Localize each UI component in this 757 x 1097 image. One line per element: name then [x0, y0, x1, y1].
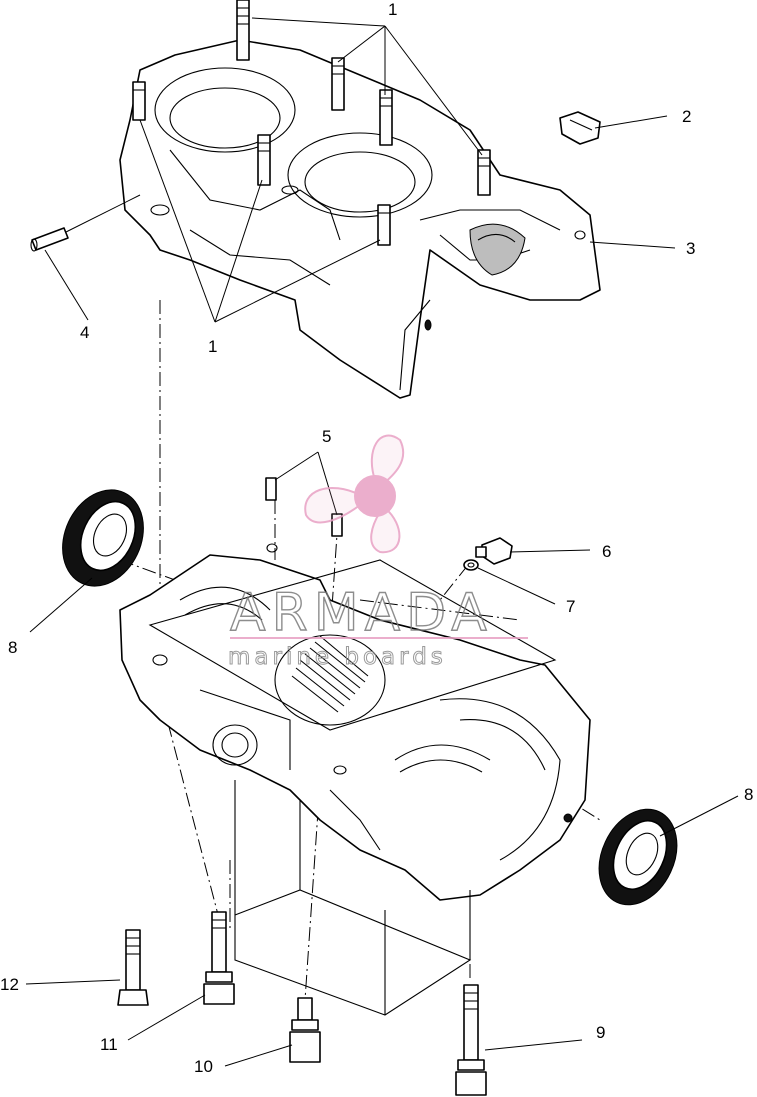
stud	[257, 134, 271, 186]
bolt-10	[289, 997, 321, 1063]
stud	[477, 149, 491, 196]
part-4-pin	[30, 227, 69, 252]
callout-12: 12	[0, 975, 19, 994]
callout-10: 10	[194, 1057, 213, 1076]
stud	[379, 89, 393, 146]
callout-4: 4	[80, 323, 89, 342]
stud	[331, 57, 345, 111]
seal-left	[62, 489, 144, 587]
upper-crankcase	[119, 39, 601, 399]
gear-teeth	[291, 635, 369, 713]
cylinder-studs	[132, 0, 491, 246]
bolt-9	[455, 984, 487, 1096]
callout-labels: 1 1 2 3 4 5 6 7 8 8 9 10 11 12	[0, 0, 753, 1076]
part-7-washer	[463, 559, 479, 571]
watermark-brand: ARMADA	[230, 583, 493, 643]
part-2-fitting	[559, 111, 601, 145]
callout-3: 3	[686, 239, 695, 258]
callout-1-upper: 1	[388, 0, 397, 19]
callout-11: 11	[100, 1035, 118, 1054]
callout-2: 2	[682, 107, 691, 126]
bolt-11	[203, 911, 235, 1005]
callout-7: 7	[566, 597, 575, 616]
part-6-bolt	[475, 537, 513, 565]
callout-5: 5	[322, 427, 331, 446]
watermark-tagline: marine boards	[228, 644, 447, 670]
stud	[132, 81, 146, 121]
callout-8-left: 8	[8, 638, 17, 657]
seal-right	[598, 808, 678, 906]
callout-9: 9	[596, 1023, 605, 1042]
callout-1-lower: 1	[208, 337, 217, 356]
callout-6: 6	[602, 542, 611, 561]
stud	[236, 0, 250, 61]
bolt-12	[117, 929, 149, 1006]
leader-lines	[25, 17, 739, 1067]
stud	[377, 204, 391, 246]
propeller-logo-icon	[304, 434, 405, 554]
lower-crankcase	[119, 543, 591, 901]
callout-8-right: 8	[744, 785, 753, 804]
projection-box	[234, 780, 472, 1016]
brand-watermark: ARMADA marine boards	[228, 434, 528, 671]
